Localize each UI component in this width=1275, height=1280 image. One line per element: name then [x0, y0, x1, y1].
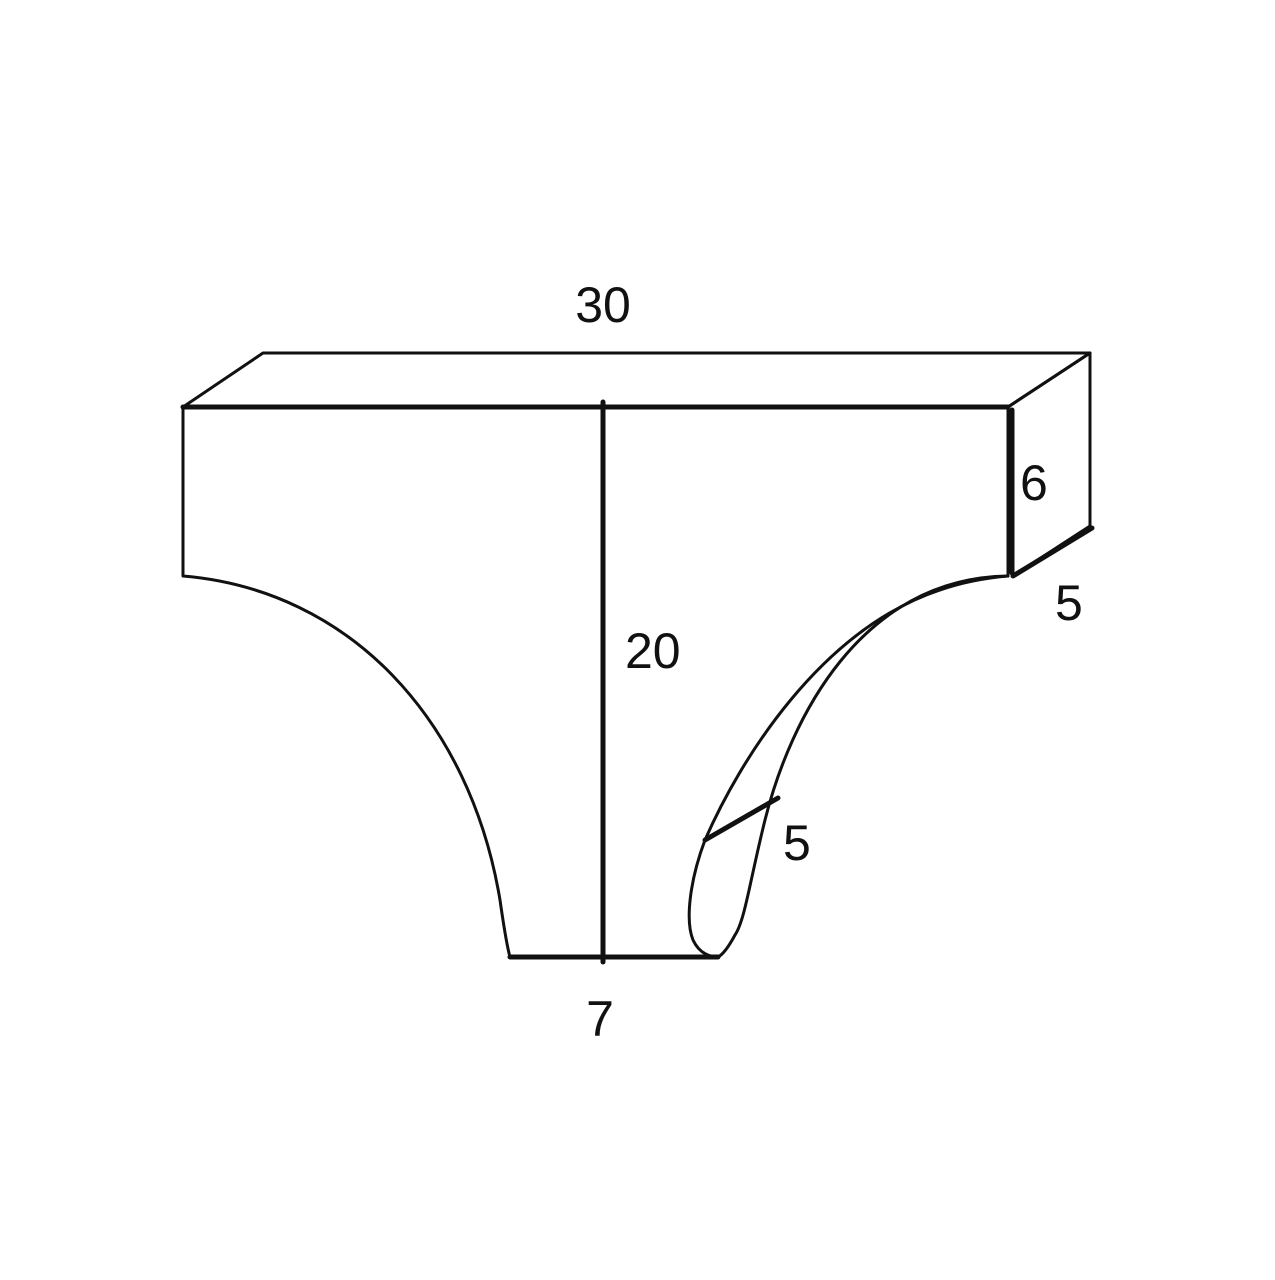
- section-thickness-line: [702, 795, 781, 843]
- label-end-height: 6: [1020, 455, 1048, 511]
- label-bottom-length: 7: [586, 991, 614, 1047]
- end-depth-line: [1010, 525, 1095, 579]
- curve-junction-line: [938, 574, 1010, 592]
- label-end-depth: 5: [1055, 575, 1083, 631]
- label-top-length: 30: [575, 277, 631, 333]
- label-section-thickness: 5: [783, 815, 811, 871]
- label-height: 20: [625, 623, 681, 679]
